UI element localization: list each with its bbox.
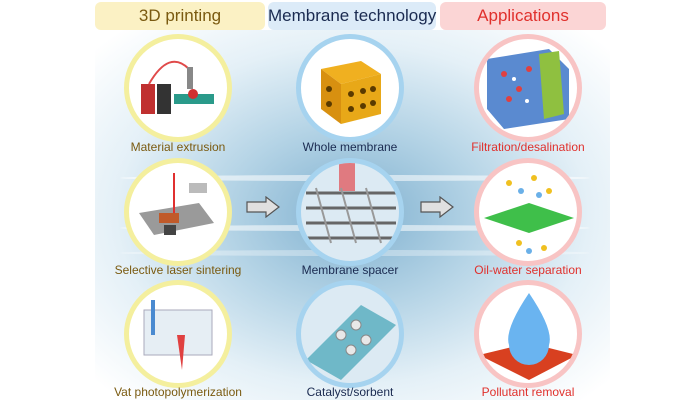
oil-water-droplets-icon <box>474 158 582 266</box>
label-vat-photopolymerization: Vat photopolymerization <box>114 385 242 399</box>
header-membrane-technology: Membrane technology <box>268 2 436 30</box>
label-oil-water-separation: Oil-water separation <box>474 263 582 277</box>
label-catalyst-sorbent: Catalyst/sorbent <box>306 385 394 399</box>
resin-vat-icon <box>124 280 232 388</box>
extrusion-printer-icon <box>124 34 232 142</box>
label-pollutant-removal: Pollutant removal <box>481 385 575 399</box>
label-membrane-spacer: Membrane spacer <box>301 263 399 277</box>
spacer-mesh-icon <box>296 158 404 266</box>
lattice-cube-icon <box>296 34 404 142</box>
label-material-extrusion: Material extrusion <box>130 140 226 154</box>
header-3d-printing: 3D printing <box>95 2 265 30</box>
arrow-right-icon <box>246 196 280 218</box>
label-filtration-desalination: Filtration/desalination <box>471 140 585 154</box>
laser-sintering-machine-icon <box>124 158 232 266</box>
arrow-right-icon <box>420 196 454 218</box>
catalyst-surface-icon <box>296 280 404 388</box>
label-selective-laser-sintering: Selective laser sintering <box>114 263 242 277</box>
label-whole-membrane: Whole membrane <box>302 140 398 154</box>
pollutant-droplet-icon <box>474 280 582 388</box>
filtration-module-icon <box>474 34 582 142</box>
header-applications: Applications <box>440 2 606 30</box>
